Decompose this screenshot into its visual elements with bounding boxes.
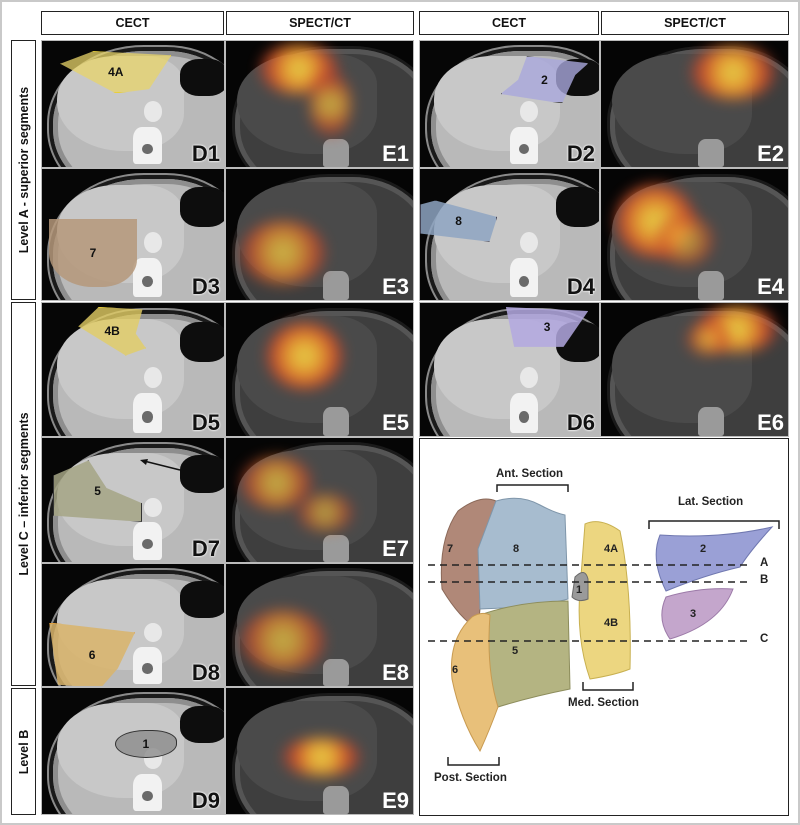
panel-label: D1	[191, 141, 220, 166]
panel-d7: 5 D7	[41, 437, 225, 563]
panel-e5: E5	[225, 302, 414, 437]
segment-8-label: 8	[513, 543, 520, 555]
column-header-spectct-1: SPECT/CT	[226, 11, 414, 35]
segment-1-label: 1	[576, 584, 583, 596]
panel-label: D3	[191, 274, 220, 299]
segment-4a-label: 4A	[604, 543, 619, 555]
arrow-icon	[140, 459, 181, 471]
label-lat-section: Lat. Section	[678, 496, 744, 508]
panel-d9: 1 D9	[41, 687, 225, 815]
panel-label: D6	[566, 410, 595, 435]
panel-label: D7	[191, 536, 220, 561]
segment-6-label: 6	[452, 664, 459, 676]
panel-d1: 4A D1	[41, 40, 225, 168]
row-label-level-a-text: Level A - superior segments	[16, 86, 31, 254]
panel-label: E8	[382, 660, 409, 685]
panel-label: E5	[382, 410, 409, 435]
row-label-level-c-text: Level C – inferior segments	[16, 412, 31, 576]
panel-label: E3	[382, 274, 409, 299]
panel-label: E4	[757, 274, 784, 299]
panel-e2: E2	[600, 40, 789, 168]
panel-e9: E9	[225, 687, 414, 815]
panel-label: D8	[191, 660, 220, 685]
row-label-level-c: Level C – inferior segments	[11, 302, 36, 686]
segment-5-label: 5	[512, 645, 519, 657]
segment-2-label: 2	[700, 543, 707, 555]
panel-d4: 8 D4	[419, 168, 600, 301]
label-ant-section: Ant. Section	[496, 468, 564, 480]
panel-e1: E1	[225, 40, 414, 168]
panel-e4: E4	[600, 168, 789, 301]
column-header-cect-2: CECT	[419, 11, 599, 35]
row-label-level-a: Level A - superior segments	[11, 40, 36, 300]
panel-d6: 3 D6	[419, 302, 600, 437]
liver-segment-diagram: Ant. Section Lat. Section Med. Section P…	[419, 438, 789, 816]
panel-label: E1	[382, 141, 409, 166]
panel-d2: 2 D2	[419, 40, 600, 168]
panel-label: E7	[382, 536, 409, 561]
level-c-marker: C	[760, 633, 769, 645]
panel-label: D2	[566, 141, 595, 166]
panel-d3: 7 D3	[41, 168, 225, 301]
roi-segment-7: 7	[49, 218, 137, 287]
row-label-level-b-text: Level B	[16, 729, 31, 774]
panel-e3: E3	[225, 168, 414, 301]
segment-shapes	[428, 484, 780, 766]
column-header-spectct-2: SPECT/CT	[601, 11, 789, 35]
panel-label: E2	[757, 141, 784, 166]
panel-label: E6	[757, 410, 784, 435]
panel-e7: E7	[225, 437, 414, 563]
segment-7-label: 7	[447, 543, 454, 555]
panel-label: D5	[191, 410, 220, 435]
roi-segment-1: 1	[114, 729, 177, 759]
label-med-section: Med. Section	[568, 697, 639, 709]
segment-4b-label: 4B	[604, 617, 619, 629]
row-label-level-b: Level B	[11, 688, 36, 815]
level-a-marker: A	[760, 557, 769, 569]
label-post-section: Post. Section	[434, 772, 507, 784]
level-b-marker: B	[760, 574, 769, 586]
panel-label: D4	[566, 274, 595, 299]
panel-d8: 6 D8	[41, 563, 225, 687]
panel-d5: 4B D5	[41, 302, 225, 437]
panel-e6: E6	[600, 302, 789, 437]
panel-e8: E8	[225, 563, 414, 687]
column-header-cect-1: CECT	[41, 11, 224, 35]
panel-label: E9	[382, 788, 409, 813]
panel-label: D9	[191, 788, 220, 813]
segment-3-label: 3	[690, 608, 697, 620]
